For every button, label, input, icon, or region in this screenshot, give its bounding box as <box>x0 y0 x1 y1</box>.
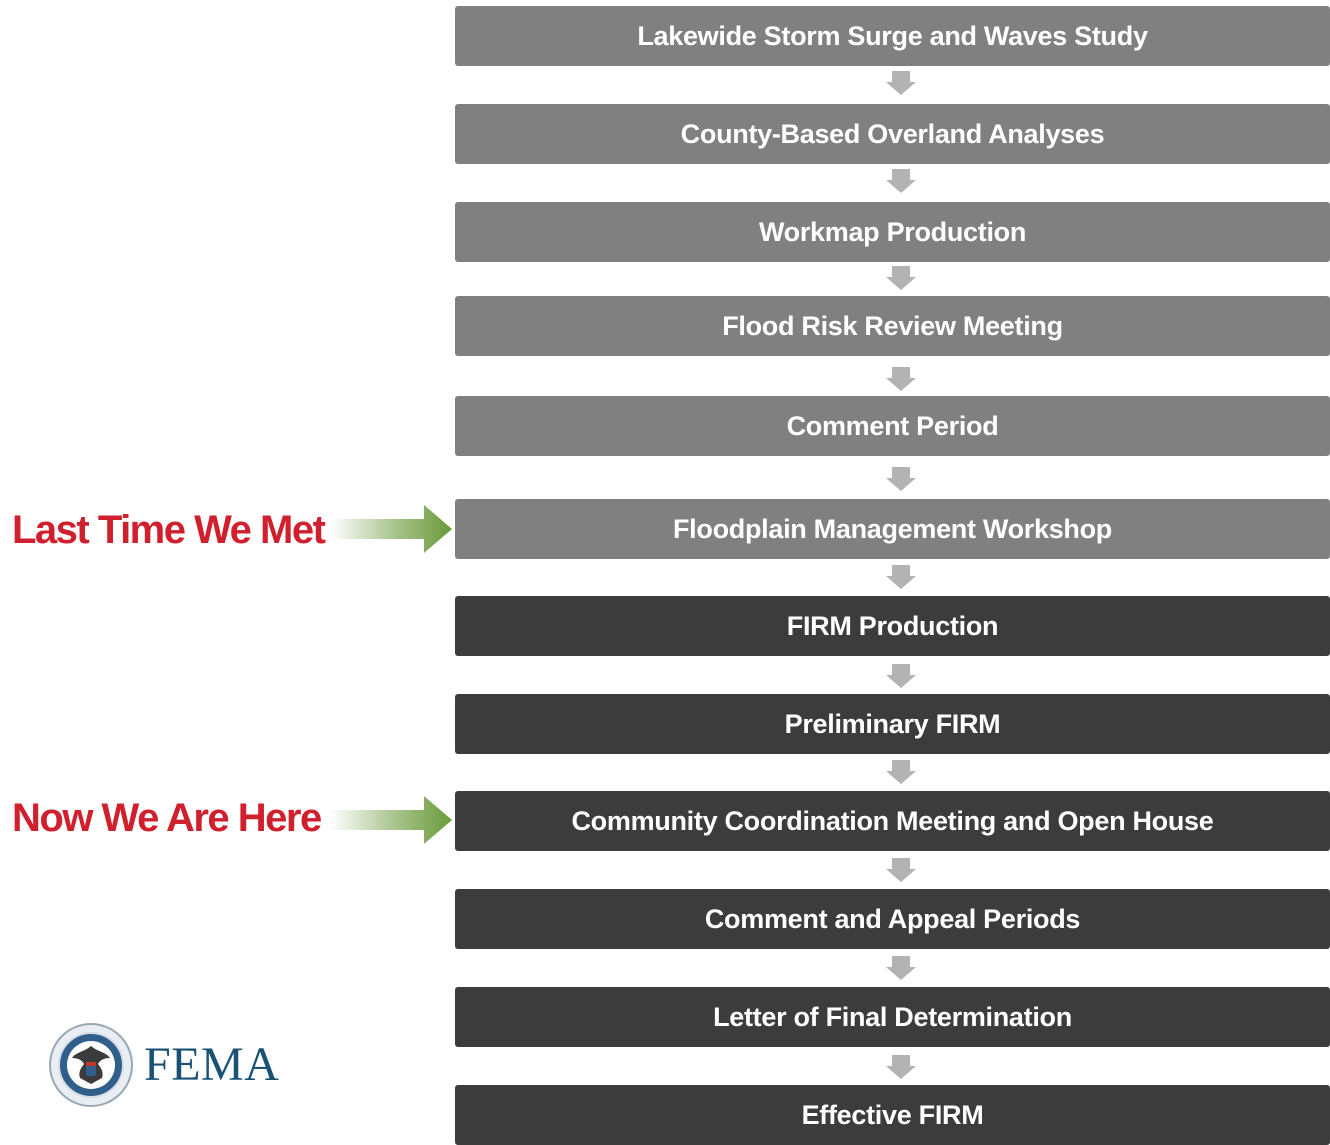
step-comment-appeal: Comment and Appeal Periods <box>455 889 1330 949</box>
step-comment-period: Comment Period <box>455 396 1330 456</box>
down-arrow-icon <box>886 760 916 784</box>
step-label: FIRM Production <box>786 610 999 641</box>
down-arrow-icon <box>886 664 916 688</box>
step-label: Flood Risk Review Meeting <box>722 310 1063 341</box>
step-label: Comment Period <box>786 410 999 441</box>
down-arrow-icon <box>886 169 916 193</box>
step-label: Effective FIRM <box>801 1099 984 1130</box>
step-label: Preliminary FIRM <box>784 708 1001 739</box>
step-preliminary-firm: Preliminary FIRM <box>455 694 1330 754</box>
step-label: Floodplain Management Workshop <box>672 513 1113 544</box>
step-overland-analyses: County-Based Overland Analyses <box>455 104 1330 164</box>
step-label: Lakewide Storm Surge and Waves Study <box>637 20 1148 51</box>
step-workmap-production: Workmap Production <box>455 202 1330 262</box>
step-label: Workmap Production <box>758 216 1027 247</box>
down-arrow-icon <box>886 1055 916 1079</box>
step-final-determination: Letter of Final Determination <box>455 987 1330 1047</box>
right-arrow-icon <box>330 505 452 553</box>
down-arrow-icon <box>886 565 916 589</box>
step-floodplain-workshop: Floodplain Management Workshop <box>455 499 1330 559</box>
fema-logo: FEMA <box>48 1022 279 1108</box>
right-arrow-icon <box>330 796 452 844</box>
down-arrow-icon <box>886 858 916 882</box>
step-community-coordination: Community Coordination Meeting and Open … <box>455 791 1330 851</box>
step-label: County-Based Overland Analyses <box>680 118 1105 149</box>
step-firm-production: FIRM Production <box>455 596 1330 656</box>
down-arrow-icon <box>886 266 916 290</box>
step-label: Letter of Final Determination <box>713 1001 1072 1032</box>
marker-last-time-label: Last Time We Met <box>12 508 326 552</box>
step-label: Community Coordination Meeting and Open … <box>571 805 1214 836</box>
down-arrow-icon <box>886 367 916 391</box>
down-arrow-icon <box>886 467 916 491</box>
step-flood-risk-review: Flood Risk Review Meeting <box>455 296 1330 356</box>
dhs-seal-icon <box>49 1023 133 1107</box>
fema-logo-text: FEMA <box>144 1038 280 1091</box>
down-arrow-icon <box>886 956 916 980</box>
step-storm-surge-study: Lakewide Storm Surge and Waves Study <box>455 6 1330 66</box>
marker-now-here-label: Now We Are Here <box>12 796 322 840</box>
step-effective-firm: Effective FIRM <box>455 1085 1330 1145</box>
step-label: Comment and Appeal Periods <box>704 903 1081 934</box>
down-arrow-icon <box>886 71 916 95</box>
